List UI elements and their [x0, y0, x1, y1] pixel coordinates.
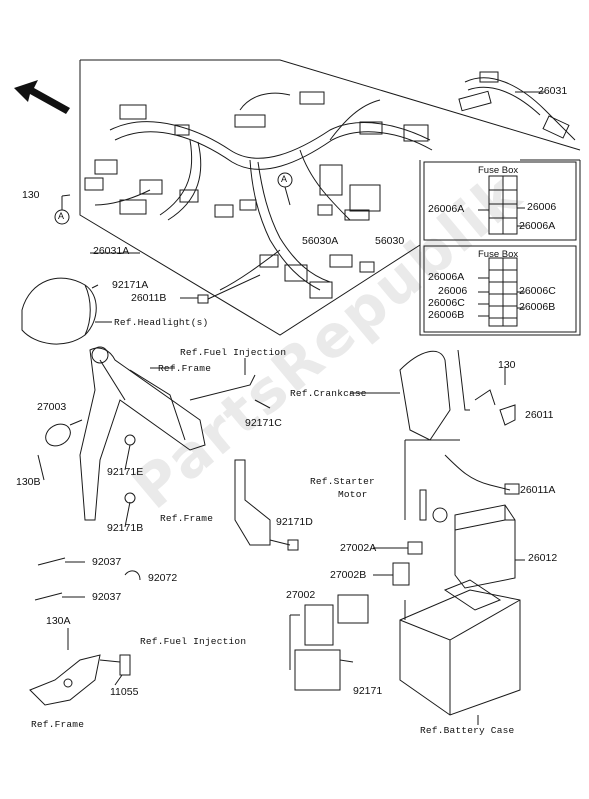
fuse-box-1-label: 26006A [519, 220, 556, 232]
crankcase-cover [350, 349, 470, 441]
bracket-92171d [234, 459, 299, 551]
part-label: 26012 [528, 552, 558, 564]
band-92037-b [34, 592, 63, 601]
relay-27002a [407, 541, 423, 555]
ref-label: Ref.Frame [158, 363, 212, 374]
part-label: 56030A [302, 235, 339, 247]
fuse-box-1-frame [423, 161, 577, 241]
part-label: 27003 [37, 401, 67, 413]
ref-label: Ref.Fuel Injection [180, 347, 287, 358]
fuse-box-2-title: Fuse Box [478, 249, 519, 260]
fuse-box-1-label: 26006A [428, 203, 465, 215]
part-label: 27002 [286, 589, 316, 601]
ref-label: Ref.Frame [160, 513, 214, 524]
sub-harness-26031 [458, 71, 576, 141]
fuse-box-2-label: 26006C [428, 297, 465, 309]
fuse-box-2-label: 26006 [438, 285, 468, 297]
part-label: 92171 [353, 685, 383, 697]
part-label: 56030 [375, 235, 405, 247]
part-label: 130B [16, 476, 41, 488]
starter-motor-lead [404, 439, 520, 523]
ref-label: Ref.Frame [31, 719, 85, 730]
fuse-box-1-title: Fuse Box [478, 165, 519, 176]
callout-a-letter: A [58, 211, 65, 221]
fuse-box-2-label: 26006B [428, 309, 465, 321]
main-wiring-harness [84, 91, 433, 304]
part-label: 130 [498, 359, 516, 371]
relay-27002b [392, 562, 410, 586]
clamp-92072 [124, 570, 141, 581]
ref-label: Motor [338, 489, 368, 500]
part-label: 130 [22, 189, 40, 201]
part-label: 92171A [112, 279, 149, 291]
boundary-line-top [80, 59, 581, 151]
boundary-line-left [79, 60, 421, 336]
part-27003 [45, 419, 83, 447]
part-label: 92072 [148, 572, 178, 584]
frame-bracket [79, 346, 256, 521]
band-92037-a [37, 557, 66, 566]
ref-label: Ref.Battery Case [420, 725, 515, 736]
battery-case [399, 579, 521, 725]
battery [454, 504, 516, 589]
part-label: 26031 [538, 85, 568, 97]
part-label: 130A [46, 615, 71, 627]
ref-label: Ref.Starter [310, 476, 375, 487]
fuse-box-2-label: 26006A [428, 271, 465, 283]
ref-label: Ref.Headlight(s) [114, 317, 209, 328]
ref-label: Ref.Crankcase [290, 388, 367, 399]
fuse-box-1-label: 26006 [527, 201, 557, 213]
part-label: 92171C [245, 417, 282, 429]
part-label: 92171B [107, 522, 144, 534]
ecu-27002 [289, 594, 369, 691]
part-label: 92171D [276, 516, 313, 528]
fuse-box-2-frame [423, 245, 577, 333]
part-label: 26011A [520, 484, 556, 496]
part-label: 26011B [131, 292, 167, 304]
part-label: 26011 [525, 409, 554, 421]
part-label: 27002B [330, 569, 367, 581]
ref-label: Ref.Fuel Injection [140, 636, 247, 647]
part-label: 27002A [340, 542, 377, 554]
part-label: 92037 [92, 591, 122, 603]
part-label: 92037 [92, 556, 122, 568]
bracket-26011 [474, 389, 496, 406]
fuse-box-2-label: 26006B [519, 301, 556, 313]
callout-a-letter: A [281, 174, 288, 184]
front-direction-arrow [14, 80, 70, 114]
part-label: 26031A [93, 245, 130, 257]
bracket-11055 [29, 654, 131, 706]
fuse-box-2-label: 26006C [519, 285, 556, 297]
part-label: 11055 [110, 686, 139, 698]
headlight [21, 277, 112, 345]
part-label: 92171E [107, 466, 144, 478]
